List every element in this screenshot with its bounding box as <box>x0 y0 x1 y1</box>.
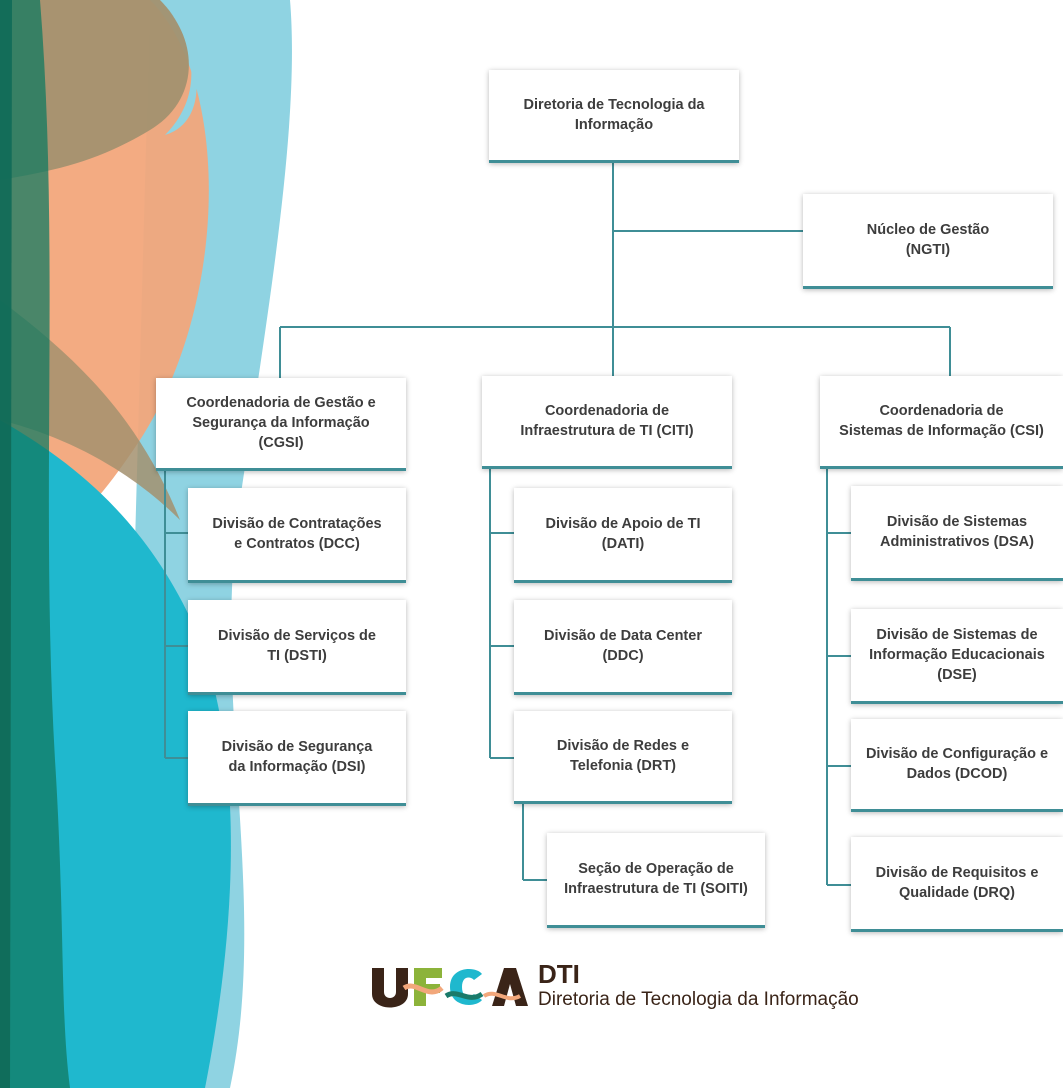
division-label: Divisão de Serviços de TI (DSTI) <box>218 628 376 664</box>
coordination-box-citi: Coordenadoria de Infraestrutura de TI (C… <box>482 376 732 469</box>
dark-strip-shape <box>0 0 12 1088</box>
coordination-label: Coordenadoria de Sistemas de Informação … <box>839 403 1044 439</box>
ufca-logo-mark <box>372 968 528 1008</box>
division-box-dati: Divisão de Apoio de TI (DATI) <box>514 488 732 583</box>
green-strip-shape <box>0 0 70 1088</box>
division-box-dcod: Divisão de Configuração e Dados (DCOD) <box>851 719 1063 812</box>
division-box-dse: Divisão de Sistemas de Informação Educac… <box>851 609 1063 704</box>
division-box-dsi: Divisão de Segurança da Informação (DSI) <box>188 711 406 806</box>
division-label: Divisão de Requisitos e Qualidade (DRQ) <box>875 865 1039 901</box>
coordination-label: Coordenadoria de Infraestrutura de TI (C… <box>520 403 694 439</box>
division-label: Divisão de Data Center (DDC) <box>544 628 702 664</box>
division-label: Divisão de Contratações e Contratos (DCC… <box>212 516 382 552</box>
logo-subtitle: Diretoria de Tecnologia da Informação <box>538 989 859 1010</box>
division-box-dsti: Divisão de Serviços de TI (DSTI) <box>188 600 406 695</box>
division-label: Divisão de Redes e Telefonia (DRT) <box>556 738 690 774</box>
division-box-drt: Divisão de Redes e Telefonia (DRT) <box>514 711 732 804</box>
division-label: Divisão de Sistemas Administrativos (DSA… <box>880 514 1034 550</box>
coordination-box-cgsi: Coordenadoria de Gestão e Segurança da I… <box>156 378 406 471</box>
white-curve-shape <box>160 0 197 135</box>
division-label: Divisão de Configuração e Dados (DCOD) <box>865 746 1049 782</box>
staff-box-ngti: Núcleo de Gestão (NGTI) <box>803 194 1053 289</box>
logo-acronym: DTI <box>538 959 580 989</box>
coordination-box-csi: Coordenadoria de Sistemas de Informação … <box>820 376 1063 469</box>
division-box-drq: Divisão de Requisitos e Qualidade (DRQ) <box>851 837 1063 932</box>
division-box-dsa: Divisão de Sistemas Administrativos (DSA… <box>851 486 1063 581</box>
section-box-soiti: Seção de Operação de Infraestrutura de T… <box>547 833 765 928</box>
division-box-ddc: Divisão de Data Center (DDC) <box>514 600 732 695</box>
division-box-dcc: Divisão de Contratações e Contratos (DCC… <box>188 488 406 583</box>
division-label: Divisão de Sistemas de Informação Educac… <box>869 627 1045 683</box>
coordination-label: Coordenadoria de Gestão e Segurança da I… <box>186 395 376 451</box>
root-label: Diretoria de Tecnologia da Informação <box>523 97 705 133</box>
decorative-background <box>0 0 292 1088</box>
staff-label: Núcleo de Gestão (NGTI) <box>866 222 990 258</box>
section-label: Seção de Operação de Infraestrutura de T… <box>564 861 748 897</box>
division-label: Divisão de Apoio de TI (DATI) <box>545 516 701 552</box>
division-label: Divisão de Segurança da Informação (DSI) <box>221 739 373 775</box>
root-box: Diretoria de Tecnologia da Informação <box>489 70 739 163</box>
